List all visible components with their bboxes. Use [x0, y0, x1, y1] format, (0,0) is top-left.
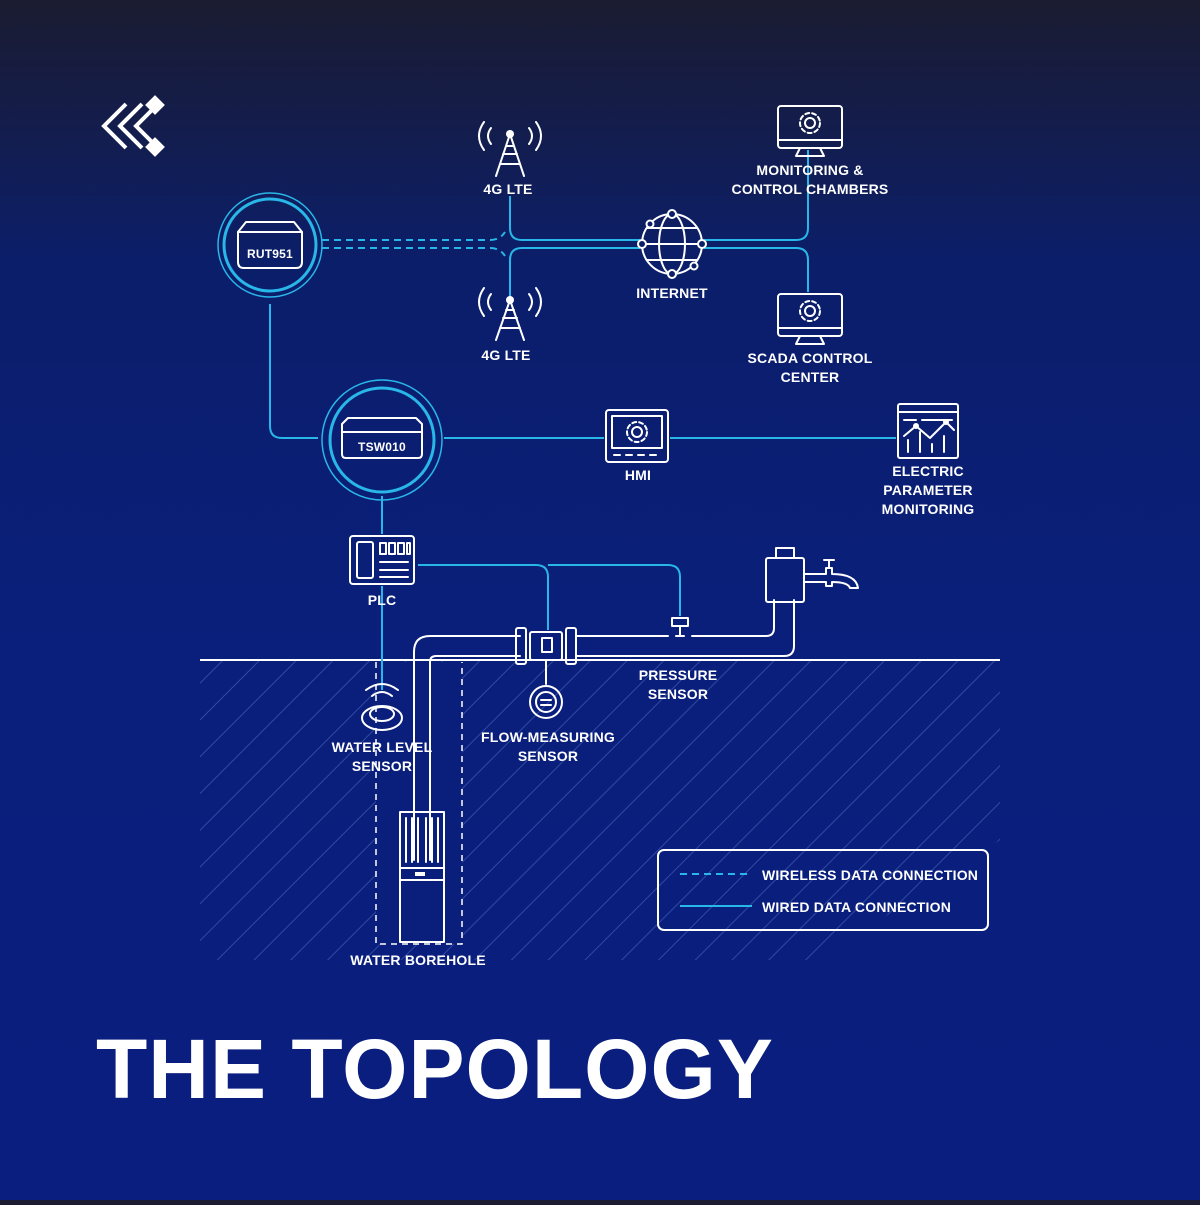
electric-label-line3: MONITORING — [882, 501, 975, 517]
flow-sensor-node: FLOW-MEASURING SENSOR — [481, 627, 615, 764]
monitor-gear-icon — [777, 293, 843, 345]
water-level-sensor-icon — [361, 683, 403, 731]
scada-center-node: SCADA CONTROL CENTER — [748, 293, 873, 385]
monitoring-label-line1: MONITORING & — [756, 162, 863, 178]
hmi-node: HMI — [605, 409, 669, 483]
pipe-system — [413, 599, 795, 861]
brand-logo-icon — [101, 95, 165, 157]
plc-label: PLC — [368, 592, 397, 608]
valve-faucet-node — [765, 547, 859, 603]
submersible-pump-node: WATER BOREHOLE — [350, 811, 486, 968]
electric-monitoring-node: ELECTRIC PARAMETER MONITORING — [882, 403, 975, 517]
monitoring-chambers-node: MONITORING & CONTROL CHAMBERS — [732, 105, 889, 197]
flow-meter-icon — [515, 627, 577, 719]
lte-tower-top: 4G LTE — [478, 121, 542, 197]
page-title: THE TOPOLOGY — [96, 1022, 774, 1116]
switch-icon — [341, 417, 423, 459]
cell-tower-icon — [478, 287, 542, 341]
pressure-sensor-node: PRESSURE SENSOR — [639, 617, 718, 702]
water-level-sensor-node: WATER LEVEL SENSOR — [332, 683, 433, 774]
flow-label-line2: SENSOR — [518, 748, 578, 764]
electric-label-line1: ELECTRIC — [892, 463, 964, 479]
tsw010-label: TSW010 — [358, 440, 406, 454]
hmi-panel-icon — [605, 409, 669, 463]
hmi-label: HMI — [625, 467, 651, 483]
rut951-label: RUT951 — [247, 247, 293, 261]
scada-label-line2: CENTER — [781, 369, 840, 385]
chart-dashboard-icon — [897, 403, 959, 459]
legend: WIRELESS DATA CONNECTION WIRED DATA CONN… — [657, 849, 989, 931]
borehole-label: WATER BOREHOLE — [350, 952, 486, 968]
water-level-label-line1: WATER LEVEL — [332, 739, 433, 755]
legend-wireless-label: WIRELESS DATA CONNECTION — [762, 867, 978, 883]
flow-label-line1: FLOW-MEASURING — [481, 729, 615, 745]
rut951-router-node[interactable]: RUT951 — [217, 192, 323, 298]
monitor-gear-icon — [777, 105, 843, 157]
valve-faucet-icon — [765, 547, 859, 603]
router-icon — [237, 221, 303, 269]
pressure-label-line1: PRESSURE — [639, 667, 718, 683]
lte-top-label: 4G LTE — [483, 181, 532, 197]
ground-area — [200, 659, 1000, 960]
tsw010-switch-node[interactable]: TSW010 — [321, 379, 443, 501]
electric-label-line2: PARAMETER — [883, 482, 972, 498]
monitoring-label-line2: CONTROL CHAMBERS — [732, 181, 889, 197]
legend-wired-label: WIRED DATA CONNECTION — [762, 899, 951, 915]
plc-icon — [349, 535, 415, 585]
cell-tower-icon — [478, 121, 542, 177]
internet-node: INTERNET — [636, 209, 708, 301]
scada-label-line1: SCADA CONTROL — [748, 350, 873, 366]
submersible-pump-icon — [399, 811, 445, 943]
lte-tower-bottom: 4G LTE — [478, 287, 542, 363]
connections — [269, 150, 896, 690]
pressure-label-line2: SENSOR — [648, 686, 708, 702]
water-level-label-line2: SENSOR — [352, 758, 412, 774]
lte-bottom-label: 4G LTE — [481, 347, 530, 363]
globe-icon — [637, 209, 707, 279]
plc-node: PLC — [349, 535, 415, 608]
pressure-sensor-icon — [671, 617, 689, 637]
internet-label: INTERNET — [636, 285, 708, 301]
